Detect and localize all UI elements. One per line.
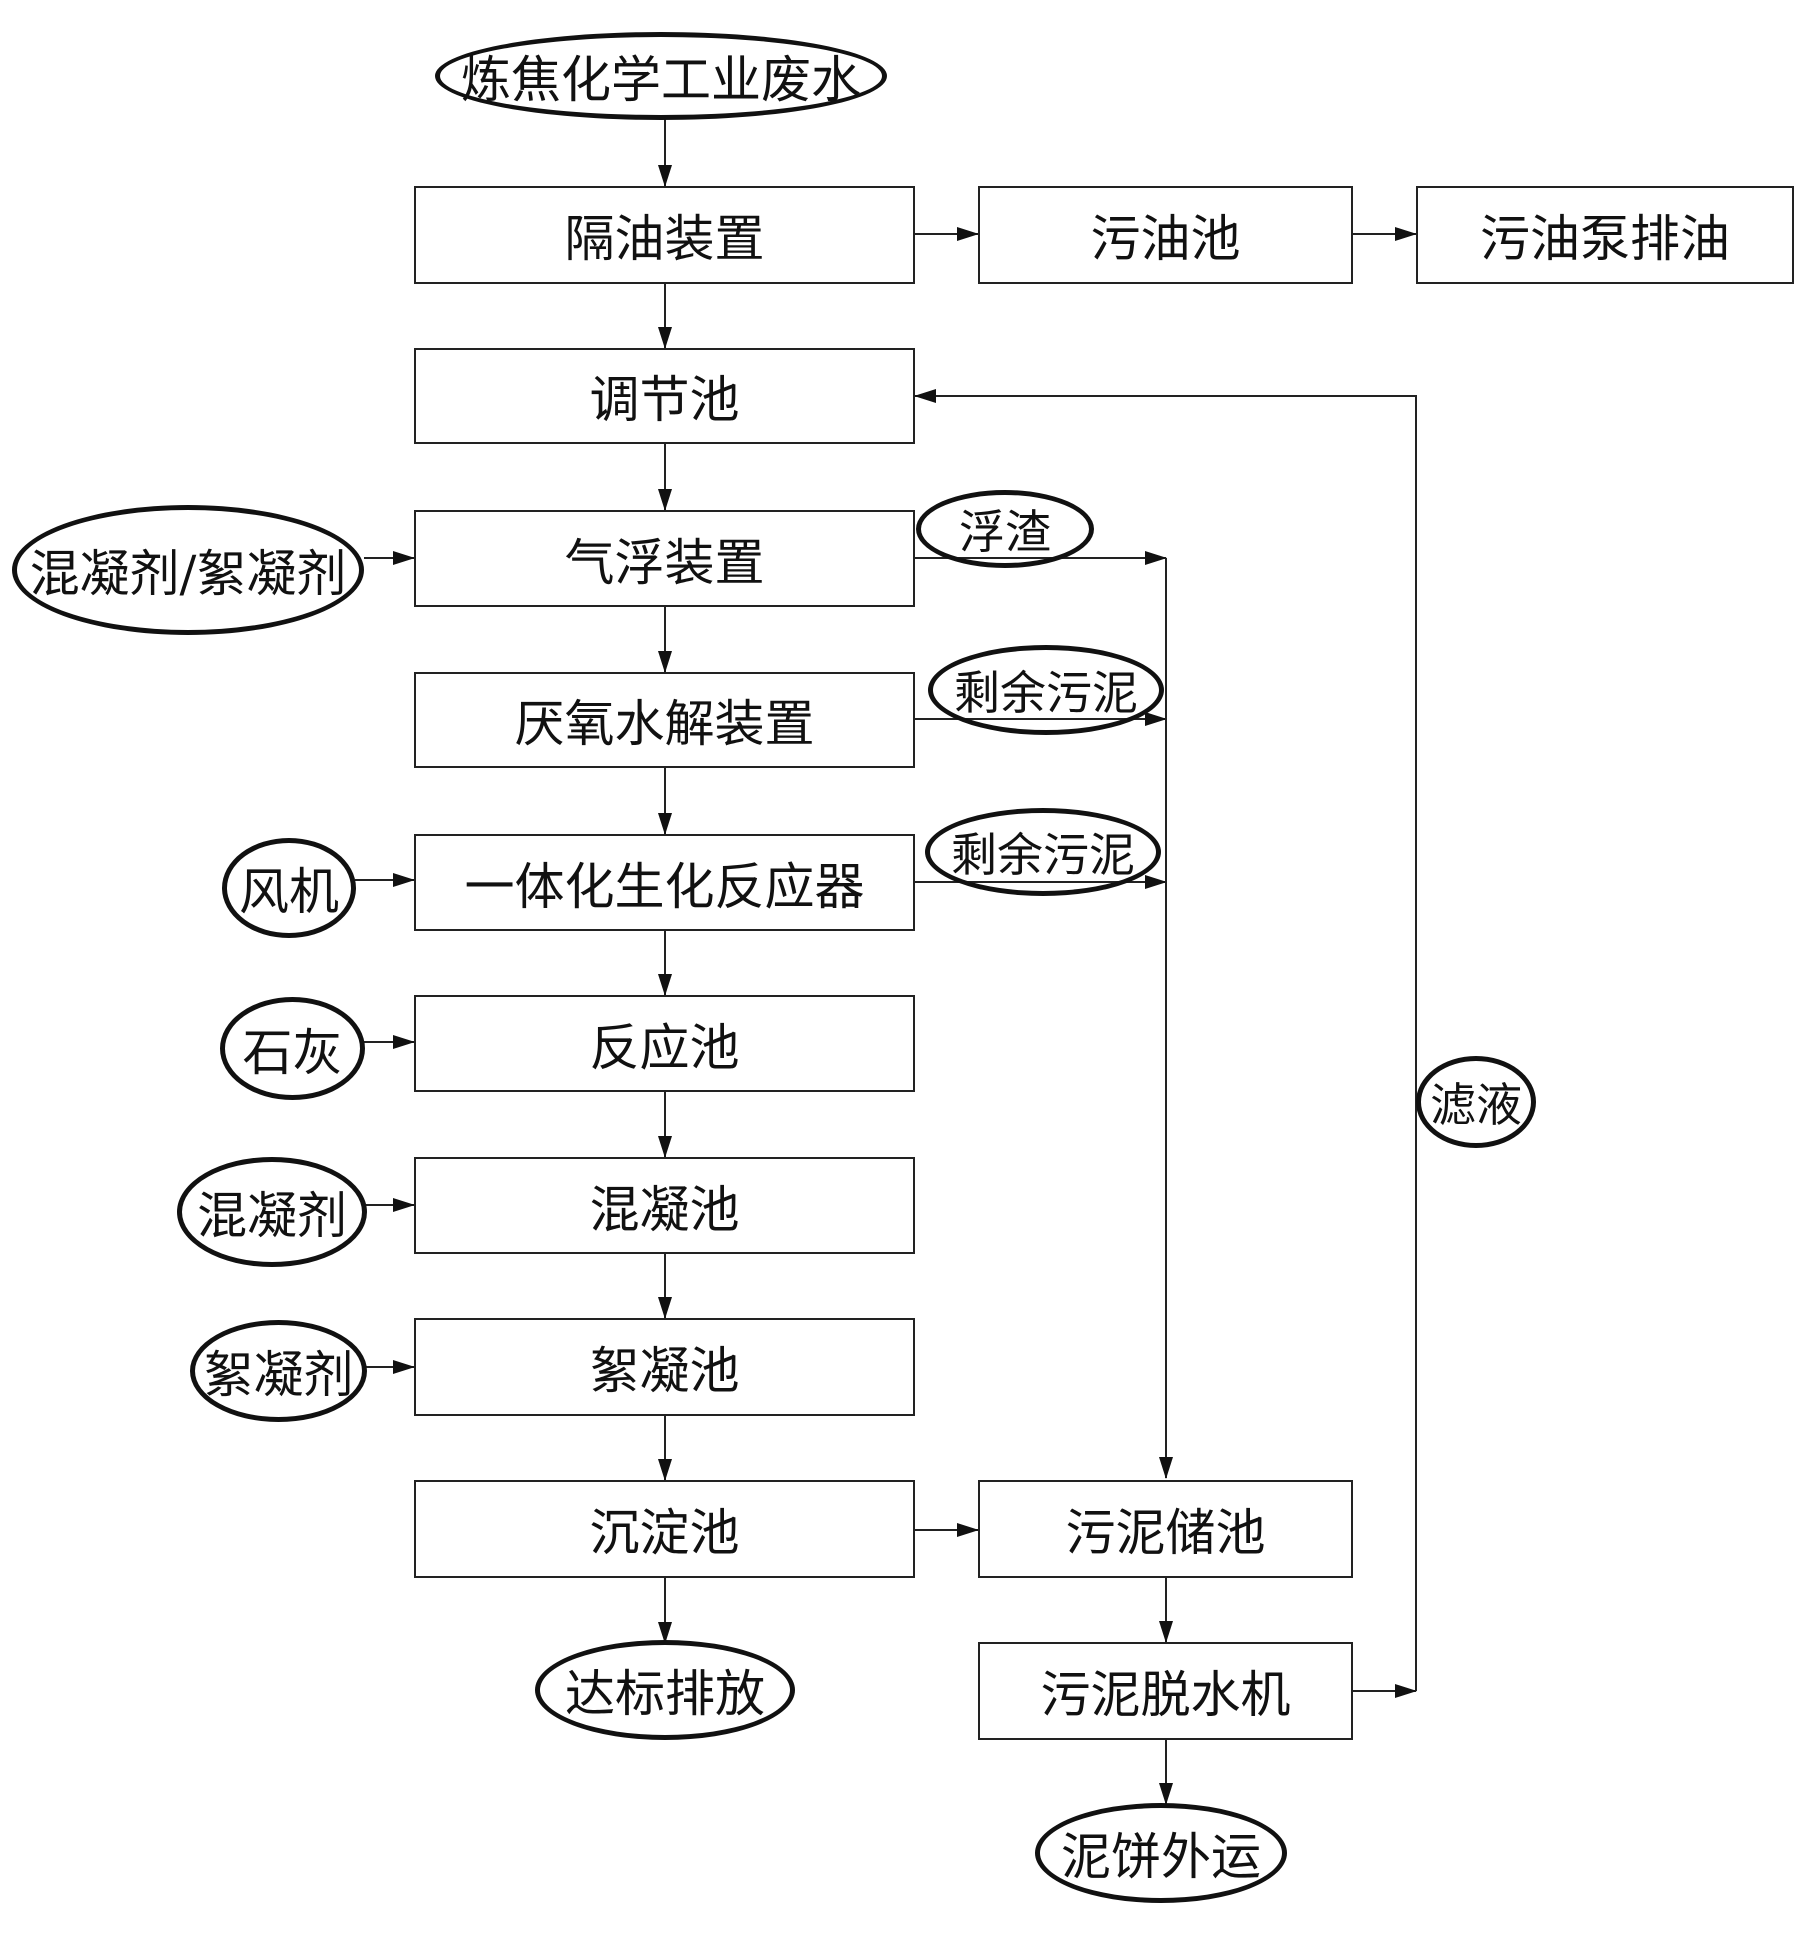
sludge-dewatering-box: 污泥脱水机 [978, 1642, 1353, 1740]
source-wastewater-oval: 炼焦化学工业废水 [435, 32, 887, 120]
sludge-storage-box: 污泥储池 [978, 1480, 1353, 1578]
discharge-oval: 达标排放 [535, 1640, 795, 1740]
regulating-tank-box: 调节池 [414, 348, 915, 444]
excess-sludge-oval-1: 剩余污泥 [928, 645, 1164, 735]
air-flotation-box: 气浮装置 [414, 510, 915, 607]
waste-oil-tank-box: 污油池 [978, 186, 1353, 284]
reaction-tank-box: 反应池 [414, 995, 915, 1092]
scum-oval: 浮渣 [916, 490, 1094, 568]
sludge-cake-oval: 泥饼外运 [1035, 1803, 1287, 1903]
coagulation-tank-box: 混凝池 [414, 1157, 915, 1254]
integrated-bioreactor-box: 一体化生化反应器 [414, 834, 915, 931]
flocculation-tank-box: 絮凝池 [414, 1318, 915, 1416]
waste-oil-pump-box: 污油泵排油 [1416, 186, 1794, 284]
blower-oval: 风机 [222, 838, 356, 938]
coagulant-flocculant-oval: 混凝剂/絮凝剂 [12, 505, 364, 635]
lime-oval: 石灰 [220, 997, 365, 1100]
arrow-filtrate-return-to-regulating [914, 389, 1417, 1691]
anaerobic-hydrolysis-box: 厌氧水解装置 [414, 672, 915, 768]
filtrate-oval: 滤液 [1416, 1056, 1536, 1148]
coagulant-oval: 混凝剂 [177, 1157, 367, 1267]
sedimentation-tank-box: 沉淀池 [414, 1480, 915, 1578]
flocculant-oval: 絮凝剂 [190, 1320, 367, 1422]
oil-separator-box: 隔油装置 [414, 186, 915, 284]
excess-sludge-oval-2: 剩余污泥 [925, 808, 1161, 896]
